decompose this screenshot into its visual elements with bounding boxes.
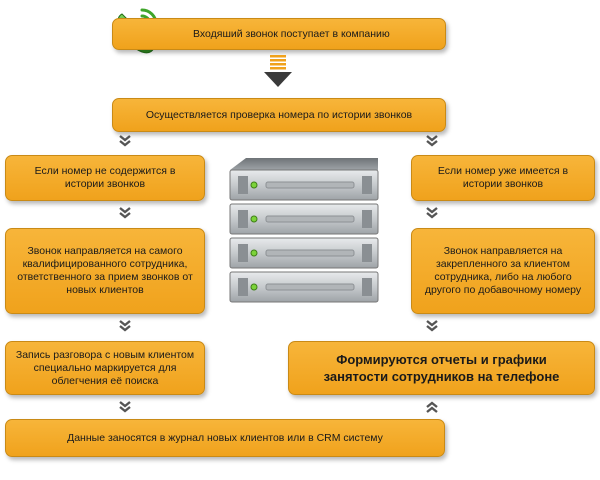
check-history-text: Осуществляется проверка номера по истори… [145,108,413,121]
chevron-down-icon [119,320,131,332]
record-marking-box: Запись разговора с новым клиентом специа… [5,341,205,395]
check-history-box: Осуществляется проверка номера по истори… [112,98,446,132]
chevron-up-icon [426,401,438,413]
route-existing-client-box: Звонок направляется на закрепленного за … [411,228,595,314]
incoming-call-text: Входяший звонок поступает в компанию [193,27,390,40]
record-marking-text: Запись разговора с новым клиентом специа… [15,348,195,387]
chevron-down-icon [119,135,131,147]
number-found-box: Если номер уже имеется в истории звонков [411,155,595,201]
chevron-down-icon [426,207,438,219]
number-not-found-box: Если номер не содержится в истории звонк… [5,155,205,201]
incoming-call-box: Входяший звонок поступает в компанию [112,18,446,50]
chevron-down-icon [119,207,131,219]
number-not-found-text: Если номер не содержится в истории звонк… [34,165,176,190]
reports-text: Формируются отчеты и графики занятости с… [323,352,560,384]
arrow-down-icon [264,55,292,87]
route-new-client-box: Звонок направляется на самого квалифицир… [5,228,205,314]
chevron-down-icon [119,401,131,413]
journal-crm-box: Данные заносятся в журнал новых клиентов… [5,419,445,457]
route-new-client-text: Звонок направляется на самого квалифицир… [17,245,193,296]
chevron-down-icon [426,135,438,147]
reports-box: Формируются отчеты и графики занятости с… [288,341,595,395]
route-existing-client-text: Звонок направляется на закрепленного за … [424,245,582,296]
server-rack-icon [229,158,379,303]
chevron-down-icon [426,320,438,332]
number-found-text: Если номер уже имеется в истории звонков [437,165,569,190]
journal-crm-text: Данные заносятся в журнал новых клиентов… [67,431,383,444]
